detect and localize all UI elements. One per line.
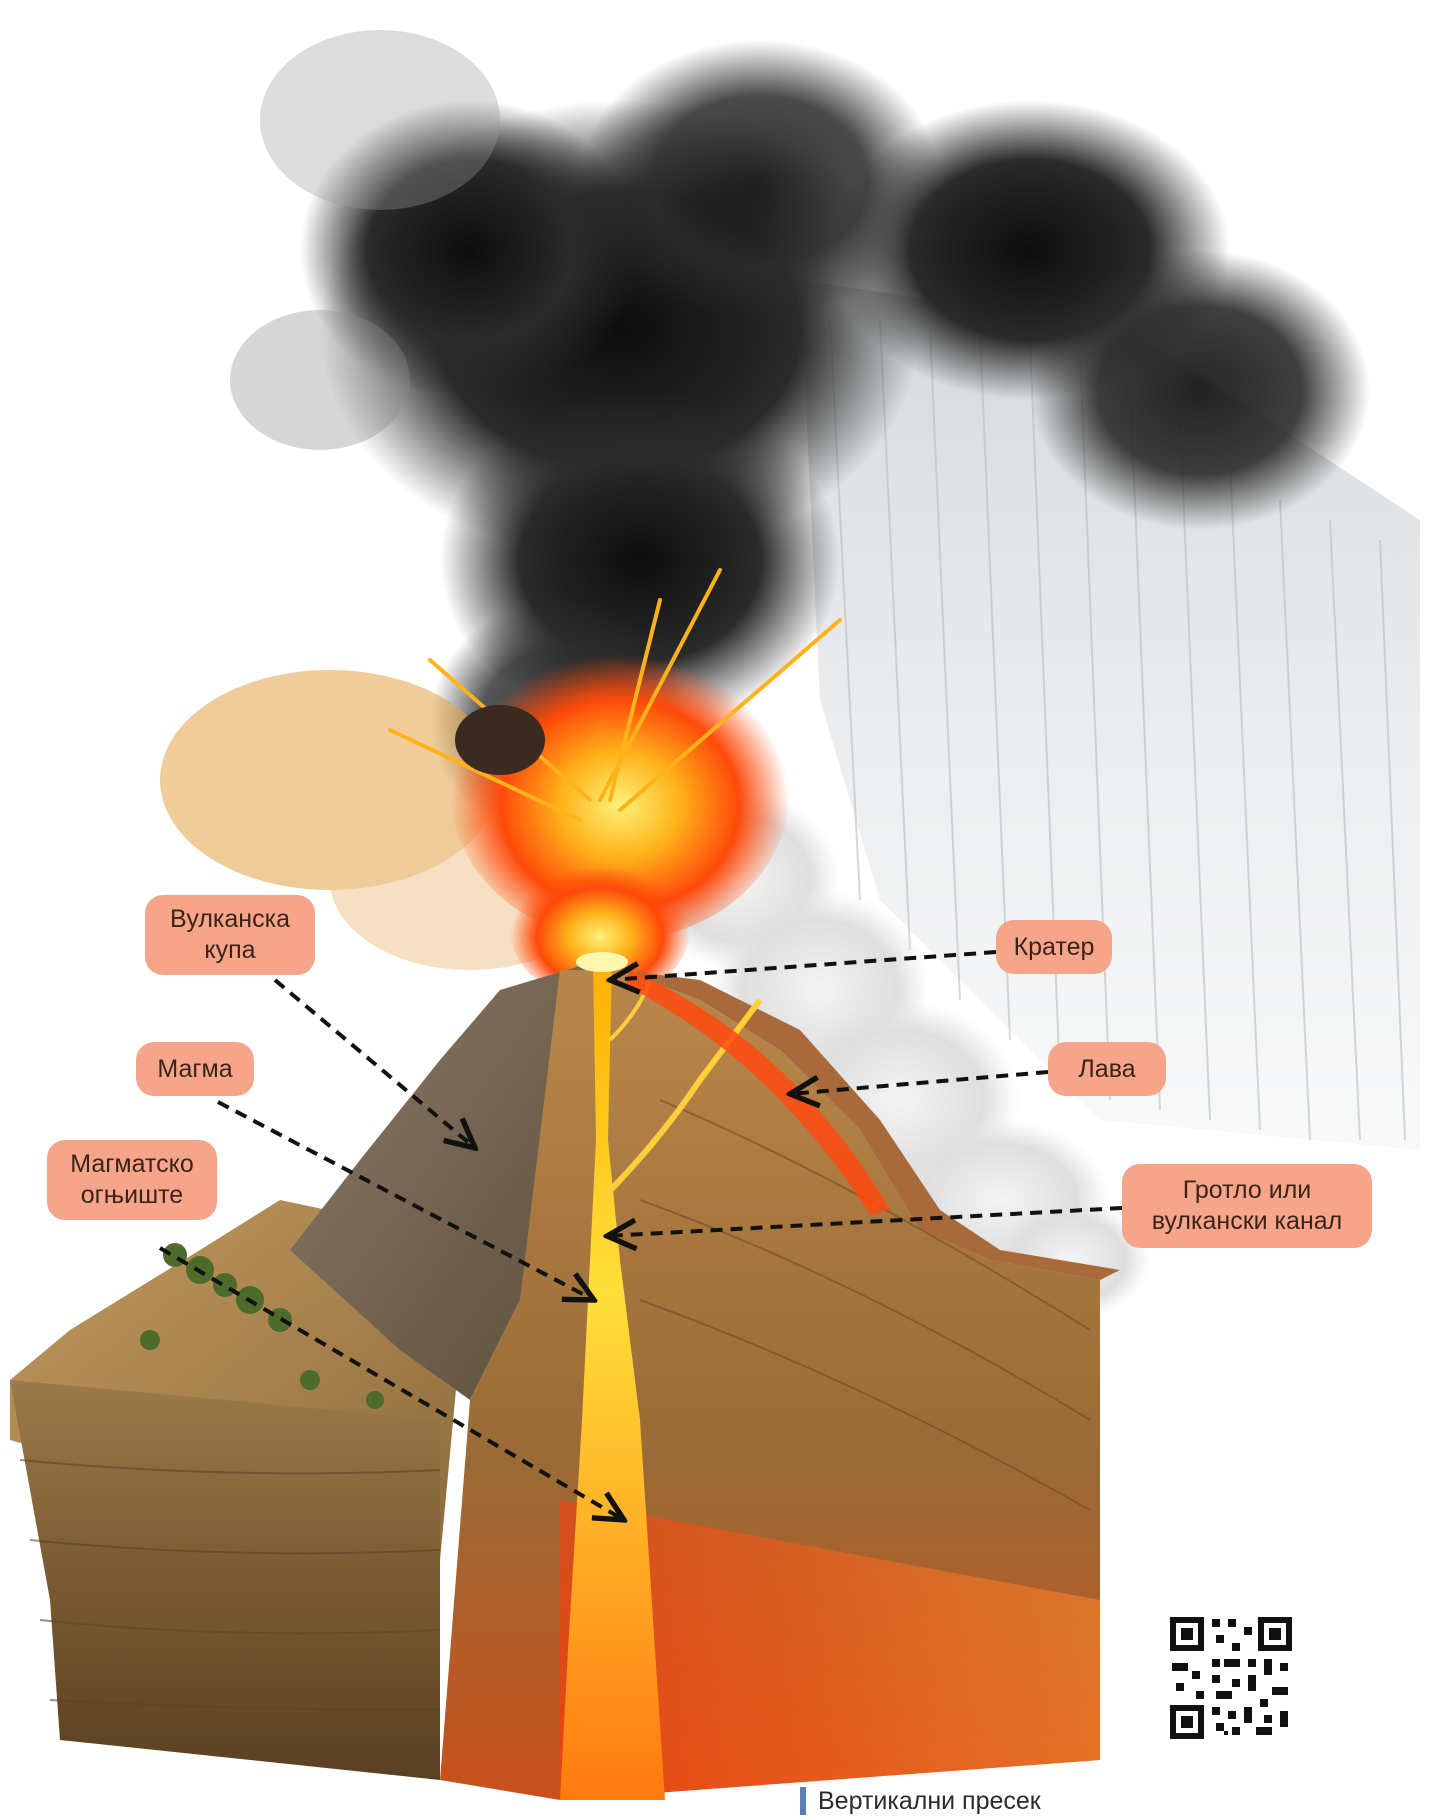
qr-code xyxy=(1166,1613,1296,1743)
label-vent-line1: Гротло или xyxy=(1152,1175,1343,1206)
figure-caption: Вертикални пресек xyxy=(800,1787,1041,1815)
label-volcanic-cone-line2: купа xyxy=(170,935,290,966)
label-magma-text: Магма xyxy=(157,1054,232,1085)
label-magma: Магма xyxy=(136,1042,254,1096)
label-crater-text: Кратер xyxy=(1014,932,1095,963)
label-magma-chamber-line1: Магматско xyxy=(70,1149,193,1180)
label-lava-text: Лава xyxy=(1078,1054,1135,1085)
label-magma-chamber-line2: огњиште xyxy=(70,1180,193,1211)
label-vent-line2: вулкански канал xyxy=(1152,1206,1343,1237)
label-crater: Кратер xyxy=(996,920,1112,974)
label-volcanic-cone-line1: Вулканска xyxy=(170,904,290,935)
label-volcanic-cone: Вулканска купа xyxy=(145,895,315,975)
label-lava: Лава xyxy=(1048,1042,1166,1096)
label-magma-chamber: Магматско огњиште xyxy=(47,1140,217,1220)
label-vent: Гротло или вулкански канал xyxy=(1122,1164,1372,1248)
